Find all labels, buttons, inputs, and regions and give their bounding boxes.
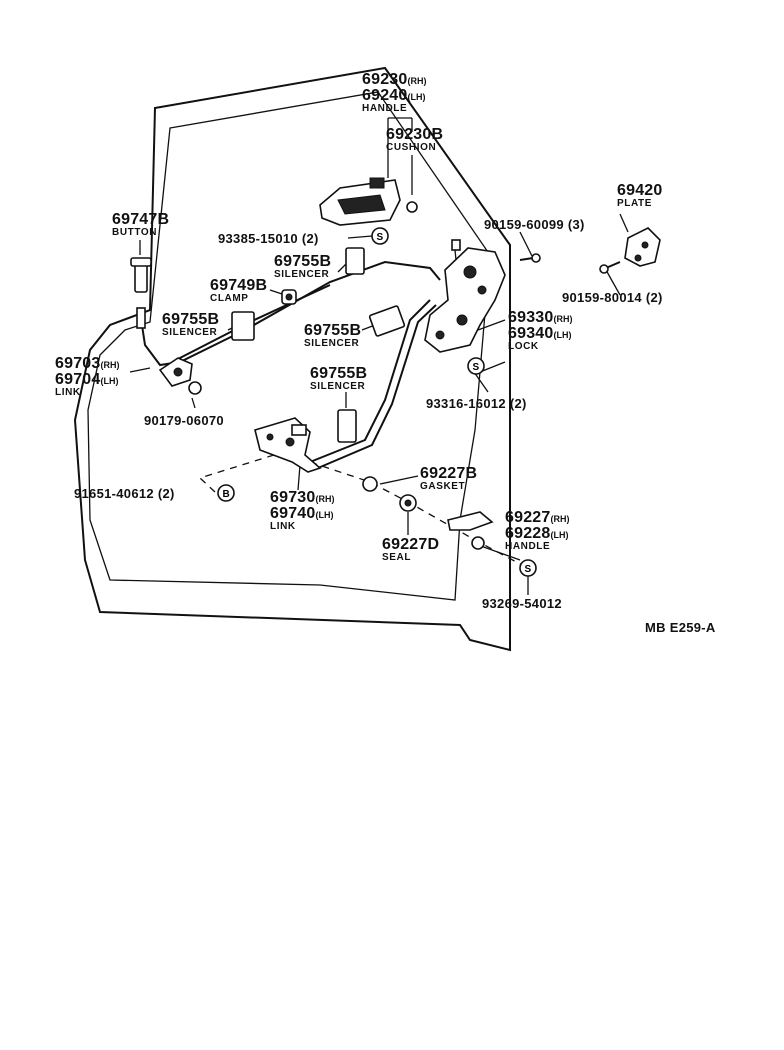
side-suffix: (LH) [100,376,119,386]
part-name: SILENCER [162,327,218,338]
part-number: 69749B [210,277,268,294]
outer-door-handle [319,177,401,226]
silencer-lower [337,409,357,443]
side-suffix: (RH) [550,514,570,524]
label-silencer-top: 69755B SILENCER [274,254,331,280]
seal-part-center [404,499,412,507]
part-number: 69703 [55,355,101,372]
part-name: LOCK [508,341,539,352]
part-number: 69740 [270,505,316,522]
part-number: 69240 [362,87,408,104]
part-number: 69747B [112,211,170,228]
label-bolt-91651: 91651-40612 (2) [74,486,175,501]
part-number: 69730 [270,489,316,506]
side-suffix: (LH) [550,530,569,540]
side-suffix: (LH) [553,330,572,340]
rod-clamp [281,289,297,305]
silencer-mid [368,305,406,337]
side-suffix: (RH) [553,314,573,324]
b-symbol-text: B [223,489,230,500]
part-number: 69330 [508,309,554,326]
s-symbol-text: S [377,232,384,243]
part-name: CUSHION [386,142,437,153]
door-outline-outer [73,66,511,652]
figure-code: MB E259-A [645,620,716,635]
label-handle-outer: 69230(RH) 69240(LH) HANDLE [362,72,427,114]
part-name: BUTTON [112,227,158,238]
label-link-left: 69703(RH) 69704(LH) LINK [55,356,120,398]
part-name: HANDLE [362,103,408,114]
label-screw-90159-3: 90159-60099 (3) [484,217,585,232]
label-screw-90159-2: 90159-80014 (2) [562,290,663,305]
part-number: 69704 [55,371,101,388]
side-suffix: (LH) [315,510,334,520]
label-screw-93385: 93385-15010 (2) [218,231,319,246]
part-name: SILENCER [310,381,366,392]
side-suffix: (RH) [407,76,427,86]
label-silencer-lower: 69755B SILENCER [310,366,367,392]
part-name: PLATE [617,198,653,209]
striker-plate [624,227,661,267]
part-name: LINK [55,387,81,398]
label-button: 69747B BUTTON [112,212,169,238]
label-gasket: 69227B GASKET [420,466,477,492]
part-number: 69755B [310,365,368,382]
label-screw-93316: 93316-16012 (2) [426,396,527,411]
link-lower-assembly [254,417,322,473]
inside-handle [447,511,494,550]
part-name: SILENCER [274,269,330,280]
part-number: 69230 [362,71,408,88]
part-name: HANDLE [505,541,551,552]
part-name: CLAMP [210,293,249,304]
label-silencer-mid: 69755B SILENCER [304,323,361,349]
label-clamp: 69749B CLAMP [210,278,267,304]
part-number: 69420 [617,182,663,199]
label-plate: 69420 PLATE [617,183,663,209]
screw-90159-2 [599,261,621,274]
label-seal: 69227D SEAL [382,537,439,563]
label-link-lower: 69730(RH) 69740(LH) LINK [270,490,335,532]
s-symbol-text: S [473,362,480,373]
s-symbol-93269: S [519,559,537,577]
part-number: 69227D [382,536,440,553]
part-number: 69755B [274,253,332,270]
clip-90179 [188,381,202,395]
part-number: 69755B [162,311,220,328]
part-number: 69228 [505,525,551,542]
lock-button [130,257,152,293]
side-suffix: (RH) [100,360,120,370]
screw-90159-3 [519,253,541,263]
part-name: LINK [270,521,296,532]
link-left-assembly [136,307,193,387]
part-name: GASKET [420,481,466,492]
b-symbol-91651: B [217,484,235,502]
label-cushion: 69230B CUSHION [386,127,443,153]
label-screw-93269: 93269-54012 [482,596,562,611]
cushion-part [406,201,418,213]
side-suffix: (RH) [315,494,335,504]
gasket-part [362,476,378,492]
part-number: 69340 [508,325,554,342]
part-number: 69755B [304,322,362,339]
s-symbol-text: S [525,564,532,575]
silencer-top [345,247,365,275]
part-number: 69230B [386,126,444,143]
side-suffix: (LH) [407,92,426,102]
part-name: SEAL [382,552,412,563]
part-number: 69227B [420,465,478,482]
label-handle-inner: 69227(RH) 69228(LH) HANDLE [505,510,570,552]
label-silencer-left: 69755B SILENCER [162,312,219,338]
door-lock-assembly [424,239,506,353]
s-symbol-93385: S [371,227,389,245]
part-name: SILENCER [304,338,360,349]
part-number: 69227 [505,509,551,526]
silencer-left [231,311,255,341]
label-lock: 69330(RH) 69340(LH) LOCK [508,310,573,352]
s-symbol-93316: S [467,357,485,375]
label-clip-90179: 90179-06070 [144,413,224,428]
